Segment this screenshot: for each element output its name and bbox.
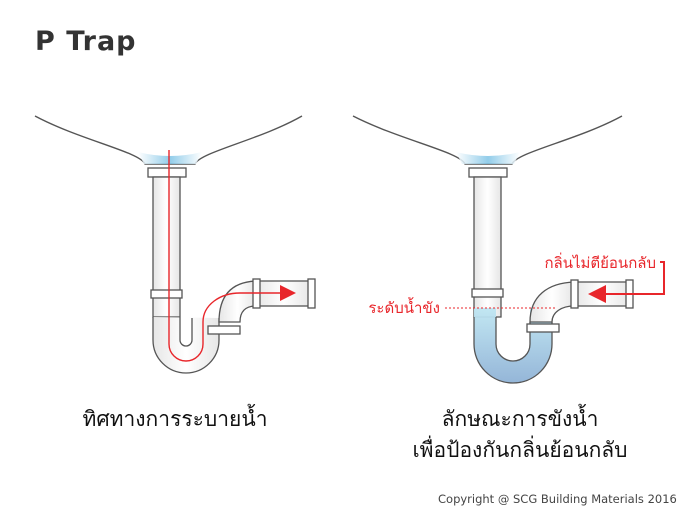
odor-arrow-icon [588, 285, 606, 303]
copyright-text: Copyright @ SCG Building Materials 2016 [438, 492, 677, 506]
odor-label: กลิ่นไม่ตีย้อนกลับ [544, 252, 656, 272]
left-trap [34, 115, 316, 374]
odor-return-line [604, 261, 665, 295]
right-flange [468, 167, 508, 178]
left-caption: ทิศทางการระบายน้ำ [40, 404, 310, 435]
left-elbow [218, 280, 257, 323]
flow-arrow-icon [280, 285, 296, 301]
right-caption-line1: ลักษณะการขังน้ำ [441, 407, 599, 431]
left-caption-text: ทิศทางการระบายน้ำ [82, 407, 268, 431]
right-collar [471, 288, 504, 298]
water-level-label: ระดับน้ำขัง [368, 297, 440, 317]
left-flange [147, 167, 187, 178]
right-trap [352, 115, 665, 384]
left-basin-water [138, 152, 202, 164]
right-u-bend [473, 317, 553, 384]
left-lower-collar [207, 325, 241, 335]
page-title: P Trap [35, 26, 137, 57]
left-collar [150, 289, 183, 299]
flow-direction-line [168, 150, 282, 362]
right-caption: ลักษณะการขังน้ำ เพื่อป้องกันกลิ่นย้อนกลั… [370, 404, 670, 466]
right-caption-line2: เพื่อป้องกันกลิ่นย้อนกลับ [412, 438, 628, 462]
right-basin-water [456, 152, 520, 164]
right-lower-collar [526, 323, 560, 333]
right-elbow [529, 281, 575, 323]
